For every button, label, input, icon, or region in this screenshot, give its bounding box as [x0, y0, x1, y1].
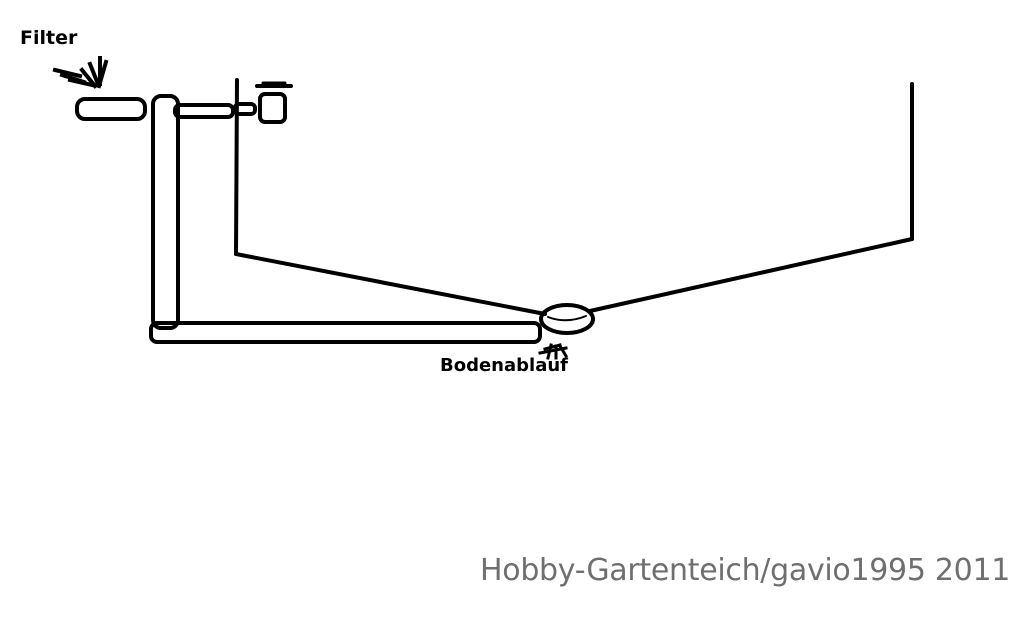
bottom-drain-inner — [547, 315, 587, 322]
bottom-drain-label: Bodenablauf — [440, 355, 568, 376]
pond-left-wall — [234, 78, 239, 256]
pond-floor-left — [234, 252, 547, 316]
filter-arrow-icon — [52, 56, 109, 89]
watermark-text: Hobby-Gartenteich/gavio1995 2011 — [480, 553, 1011, 588]
drain-arrow-icon — [538, 343, 569, 360]
bottom-pipe — [149, 321, 542, 344]
filter-pipe-segment — [75, 97, 147, 121]
pump-box — [258, 92, 287, 124]
upper-horizontal-pipe — [173, 103, 235, 119]
vertical-riser-pipe — [151, 94, 180, 330]
bottom-drain — [539, 303, 595, 335]
pond-floor-right — [588, 237, 914, 313]
filter-label: Filter — [20, 27, 78, 49]
